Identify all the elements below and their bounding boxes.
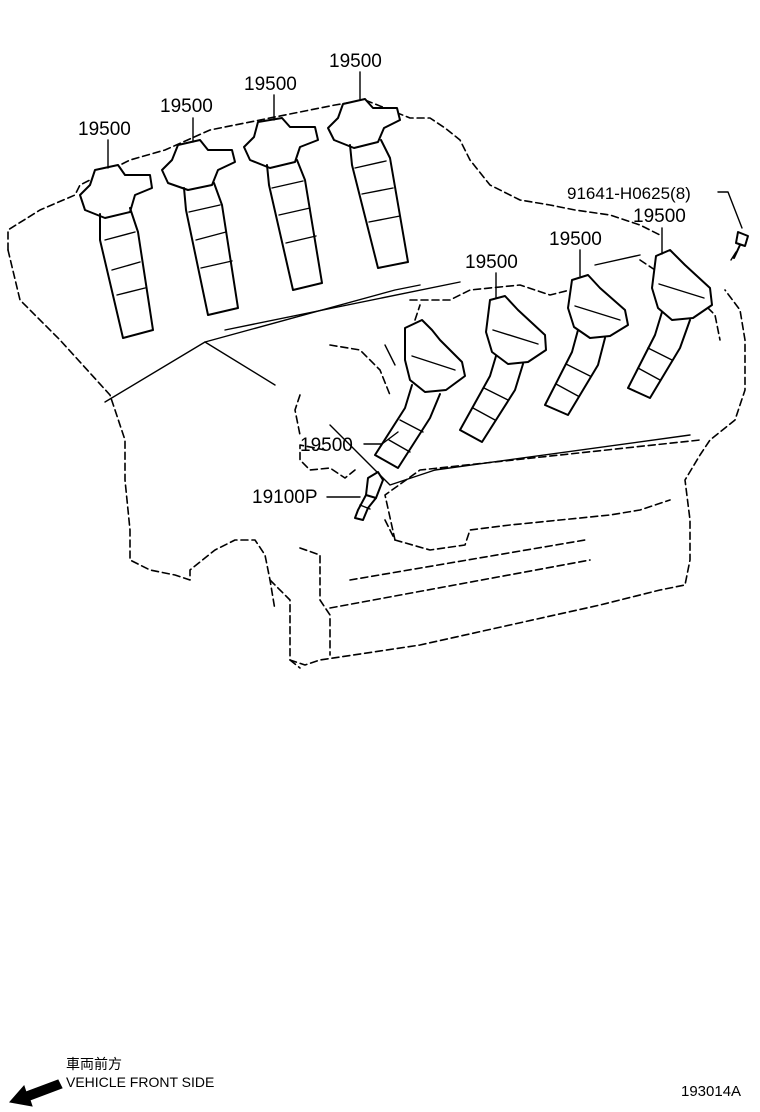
ignition-coil-1 — [79, 164, 154, 339]
ignition-coil-4 — [327, 98, 409, 269]
callout-bolt: 91641-H0625(8) — [567, 184, 691, 203]
bolt — [730, 231, 749, 261]
callout-spark-plug: 19100P — [252, 487, 318, 508]
ignition-coil-6 — [459, 295, 547, 443]
leader-lines — [107, 71, 743, 498]
direction-label-en: VEHICLE FRONT SIDE — [66, 1074, 214, 1090]
figure-number: 193014A — [681, 1083, 741, 1100]
ignition-coil-3 — [243, 117, 323, 291]
arrow-down-left-icon — [9, 1079, 63, 1107]
callout-coil-6: 19500 — [465, 252, 518, 273]
engine-block-outline — [7, 99, 746, 669]
callout-coil-2: 19500 — [160, 96, 213, 117]
callout-coil-8: 19500 — [633, 206, 686, 227]
callout-coil-4: 19500 — [329, 51, 382, 72]
direction-label-jp: 車両前方 — [66, 1056, 122, 1072]
ignition-coil-2 — [161, 139, 239, 316]
callout-coil-3: 19500 — [244, 74, 297, 95]
spark-plug — [354, 471, 384, 521]
vehicle-front-indicator: 車両前方 VEHICLE FRONT SIDE — [9, 1056, 214, 1107]
callout-coil-7: 19500 — [549, 229, 602, 250]
ignition-coil-8 — [627, 249, 713, 399]
callout-coil-5: 19500 — [300, 435, 353, 456]
ignition-coil-5 — [374, 319, 466, 469]
callout-coil-1: 19500 — [78, 119, 131, 140]
ignition-coil-7 — [544, 274, 629, 416]
